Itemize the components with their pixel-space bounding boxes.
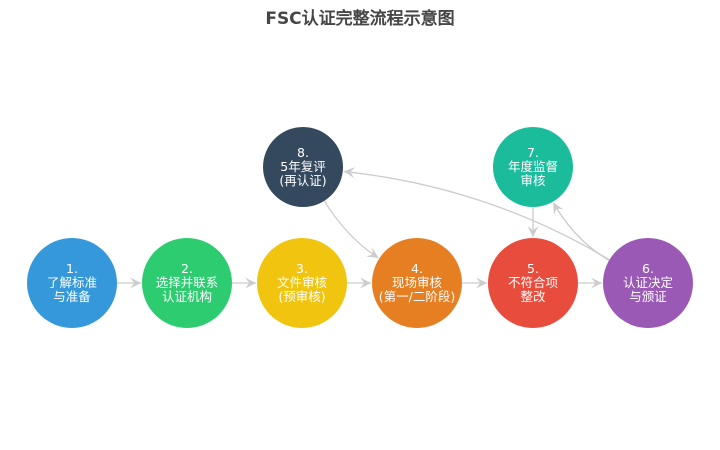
arrow-3-4 <box>360 277 371 289</box>
node-7-circle[interactable] <box>493 127 573 207</box>
arrow-6-7 <box>553 202 564 215</box>
arrow-2-3 <box>245 277 256 289</box>
edges <box>116 167 610 289</box>
node-3-circle[interactable] <box>257 238 347 328</box>
node-5-circle[interactable] <box>488 238 578 328</box>
diagram-title: FSC认证完整流程示意图 <box>265 9 455 29</box>
node-1-circle[interactable] <box>27 238 117 328</box>
arrow-7-5 <box>527 226 539 237</box>
arrow-4-5 <box>476 277 487 289</box>
node-4-circle[interactable] <box>372 238 462 328</box>
node-8-circle[interactable] <box>263 127 343 207</box>
arrow-8-4 <box>366 247 379 258</box>
node-2-circle[interactable] <box>142 238 232 328</box>
arrow-6-8 <box>343 167 356 179</box>
node-6-circle[interactable] <box>603 238 693 328</box>
arrow-1-2 <box>130 277 141 289</box>
nodes <box>27 127 693 328</box>
edge-8-4 <box>323 200 379 259</box>
arrow-5-6 <box>591 277 602 289</box>
edge-6-8 <box>343 170 610 261</box>
